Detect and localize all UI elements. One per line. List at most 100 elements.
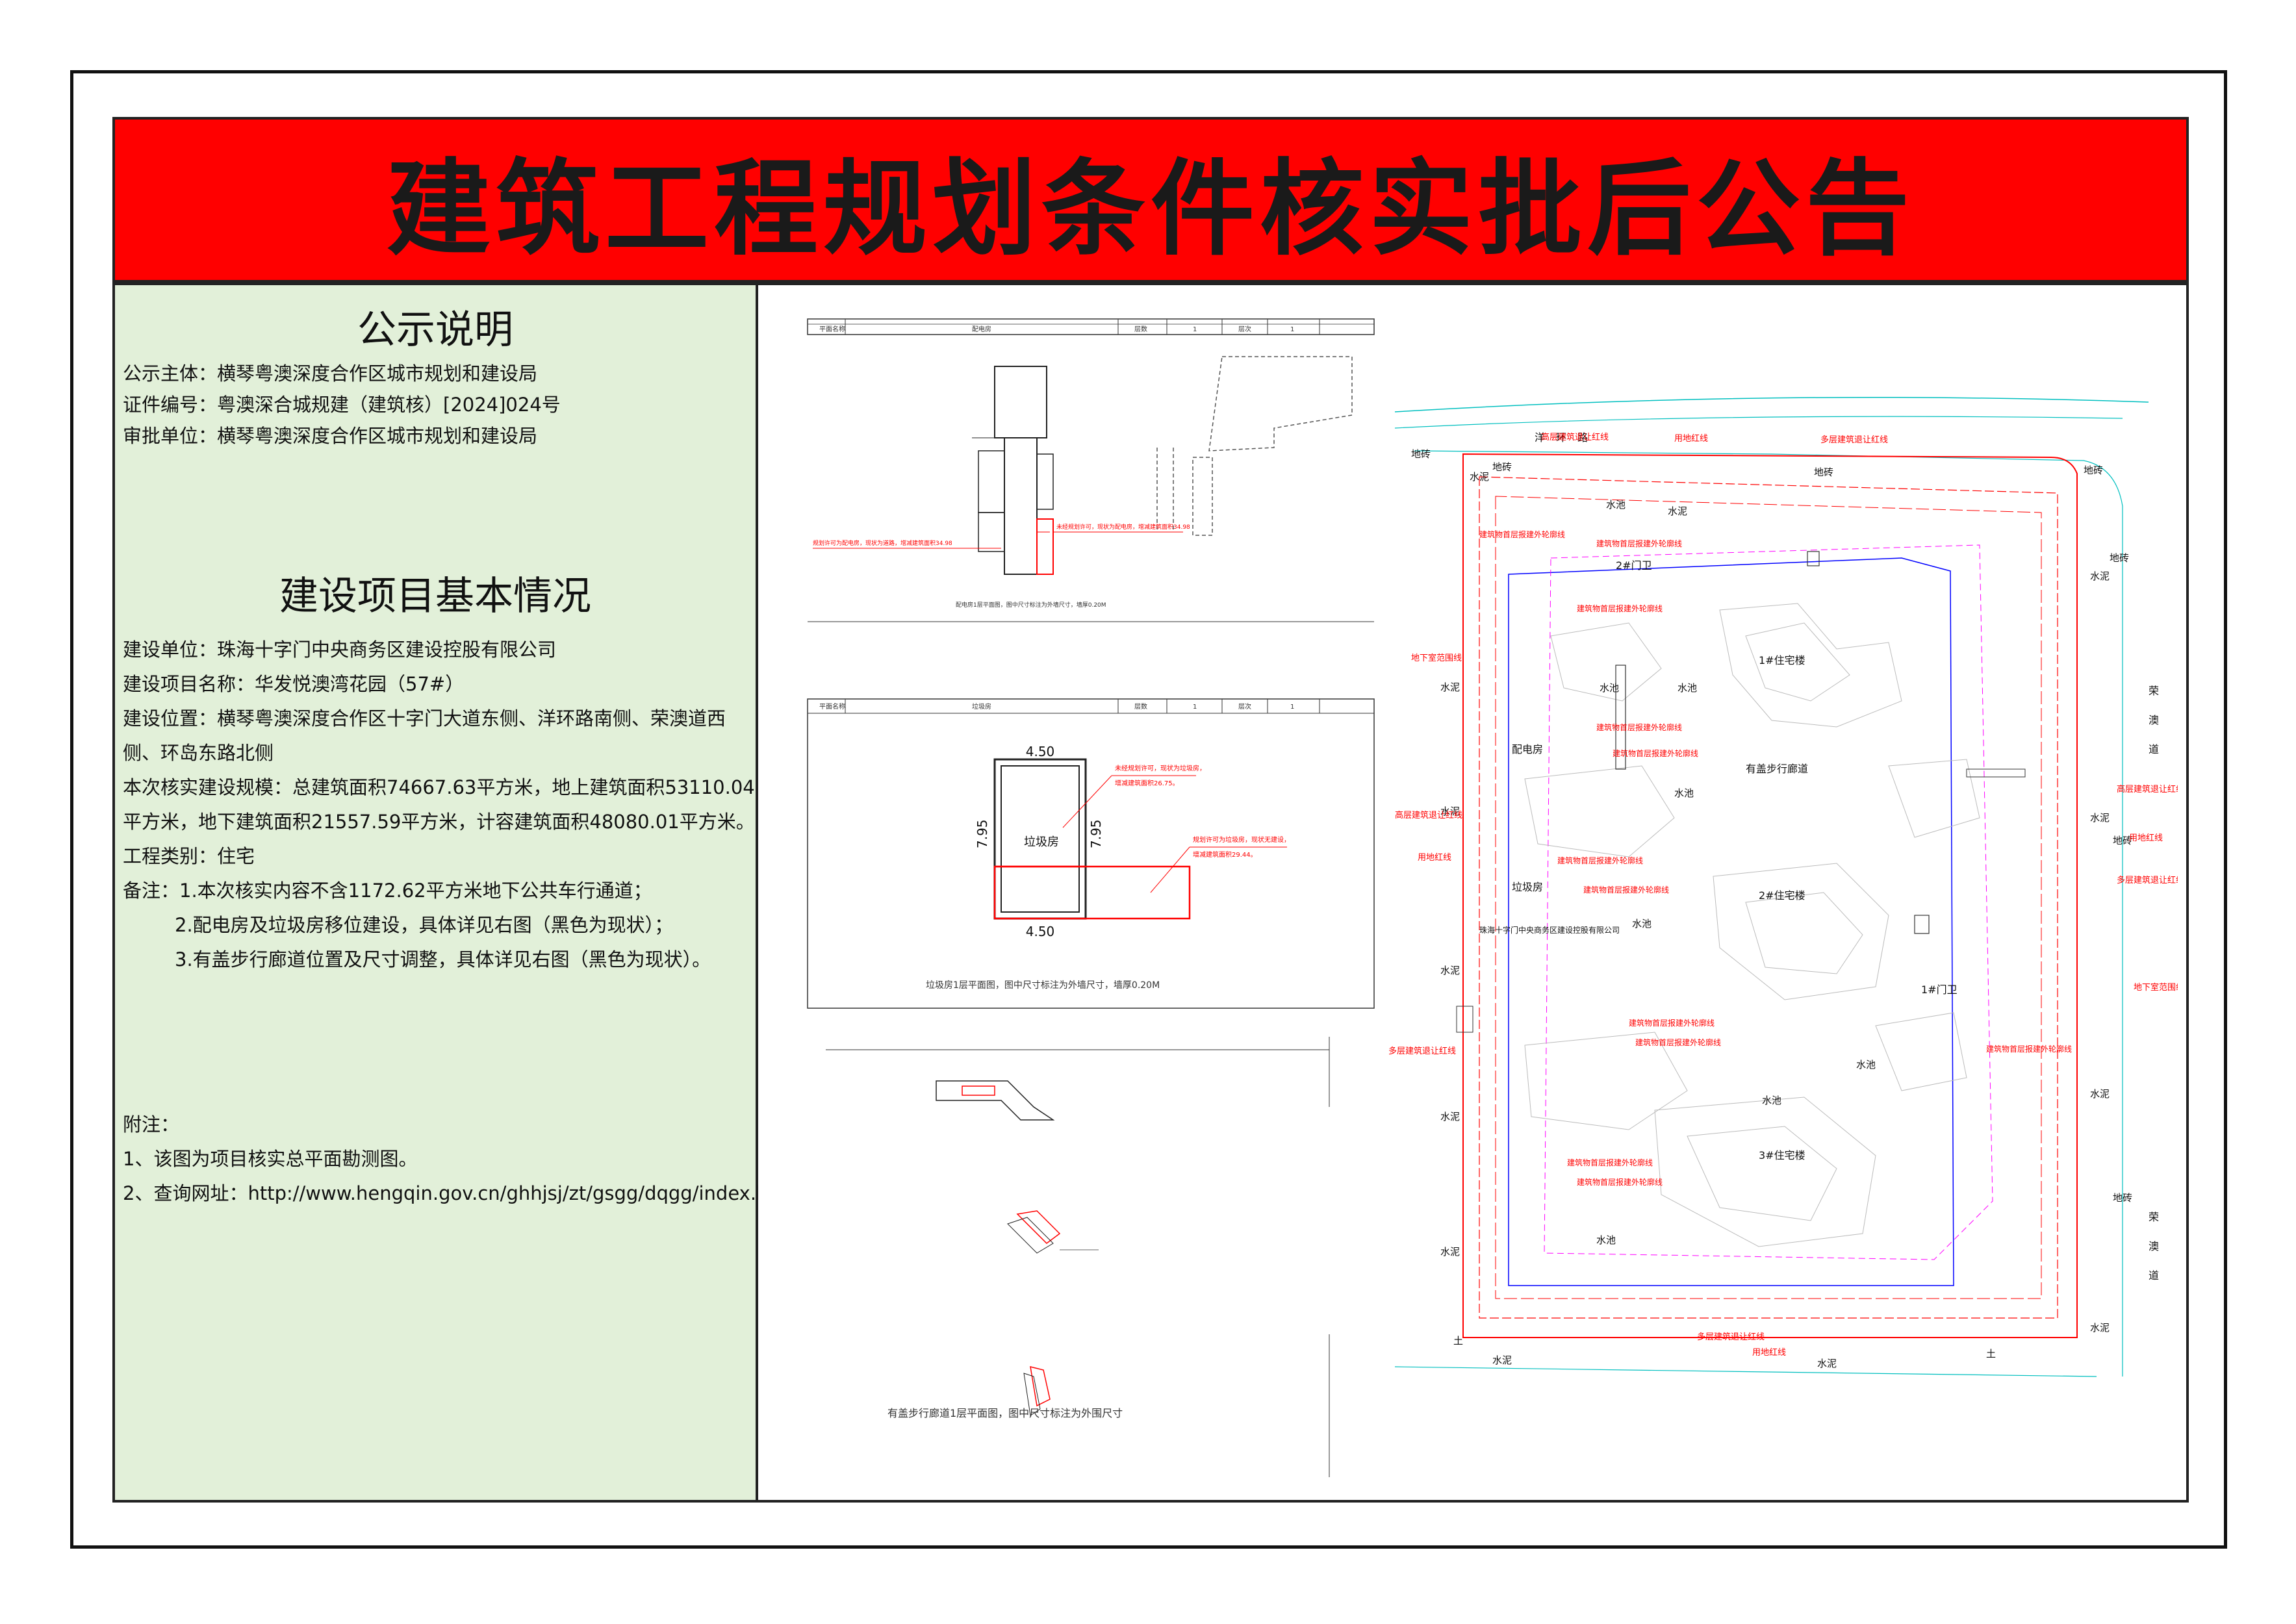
outline-label-10: 建筑物首层报建外轮廓线 xyxy=(1567,1158,1653,1167)
brick-label-3: 地砖 xyxy=(1814,466,1833,478)
brick-label-1: 地砖 xyxy=(1411,448,1431,460)
garbage-note-2b: 增减建筑面积29.44。 xyxy=(1193,850,1257,859)
site-plan: 洋 环 路 荣 澳 道 荣 澳 道 1#住宅楼 2#住宅楼 3#住宅楼 1#门卫… xyxy=(1388,396,2178,1377)
pool-label-1: 水池 xyxy=(1606,499,1626,511)
building-2-label: 2#住宅楼 xyxy=(1759,889,1805,902)
garbage-header-5: 1 xyxy=(1290,704,1294,711)
electric-caption: 配电房1层平面图，图中尺寸标注为外墙尺寸，墙厚0.20M xyxy=(956,601,1106,609)
project-unit: 建设单位：珠海十字门中央商务区建设控股有限公司 xyxy=(123,639,557,661)
multi-setback-label-4: 多层建筑退让红线 xyxy=(1697,1332,1765,1342)
outline-label-1: 建筑物首层报建外轮廓线 xyxy=(1479,529,1565,539)
project-category: 工程类别：住宅 xyxy=(123,845,255,867)
basement-line-label-1: 地下室范围线 xyxy=(1411,653,1462,663)
garbage-height-right: 7.95 xyxy=(1088,819,1104,848)
notice-heading: 公示说明 xyxy=(357,307,513,353)
basement-line-label-2: 地下室范围线 xyxy=(2134,982,2178,993)
electric-room-drawing: 平面名称 配电房 层数 1 层次 1 规划许可为配电房，现状为道路，增减建筑面积… xyxy=(807,318,1375,622)
land-line-label-2: 用地红线 xyxy=(1418,852,1451,863)
brick-label-4: 地砖 xyxy=(2084,464,2103,476)
cement-label-8: 水泥 xyxy=(2090,570,2110,582)
electric-header-0: 平面名称 xyxy=(819,325,845,333)
outer-frame xyxy=(70,70,2227,1549)
cement-label-5: 水泥 xyxy=(1440,965,1460,976)
soil-label-1: 土 xyxy=(1453,1335,1463,1347)
pool-label-7: 水池 xyxy=(1762,1095,1781,1106)
garbage-header-2: 层数 xyxy=(1134,702,1147,711)
project-heading: 建设项目基本情况 xyxy=(279,574,591,619)
project-scale-1: 本次核实建设规模：总建筑面积74667.63平方米，地上建筑面积53110.04 xyxy=(123,776,755,798)
garbage-note-1b: 增减建筑面积26.75。 xyxy=(1115,779,1179,787)
road-east-2b: 澳 xyxy=(2149,1240,2159,1252)
road-east-2c: 道 xyxy=(2149,1269,2159,1282)
gate-2-label: 2#门卫 xyxy=(1616,559,1652,572)
brick-label-7: 地砖 xyxy=(2113,1192,2132,1204)
outline-label-4: 建筑物首层报建外轮廓线 xyxy=(1596,722,1682,732)
project-location-2: 侧、环岛东路北侧 xyxy=(123,742,274,764)
garbage-header-4: 层次 xyxy=(1238,702,1251,711)
land-line-label-1: 用地红线 xyxy=(1674,433,1708,444)
outline-label-5: 建筑物首层报建外轮廓线 xyxy=(1613,748,1698,758)
garbage-note-2a: 规划许可为垃圾房，现状无建设， xyxy=(1193,835,1290,844)
notice-subject: 公示主体：横琴粤澳深度合作区城市规划和建设局 xyxy=(123,362,538,385)
appendix-note-2: 2、查询网址：http://www.hengqin.gov.cn/ghhjsj/… xyxy=(123,1182,800,1204)
garbage-room-site-label: 垃圾房 xyxy=(1512,881,1543,893)
electric-note-1: 规划许可为配电房，现状为道路，增减建筑面积34.98 xyxy=(813,539,952,547)
electric-note-2: 未经规划许可，现状为配电房，增减建筑面积34.98 xyxy=(1056,523,1190,531)
project-location-1: 建设位置：横琴粤澳深度合作区十字门大道东侧、洋环路南侧、荣澳道西 xyxy=(123,707,726,730)
building-1-label: 1#住宅楼 xyxy=(1759,654,1805,666)
cement-label-1: 水泥 xyxy=(1470,471,1489,483)
project-name: 建设项目名称：华发悦澳湾花园（57#） xyxy=(123,673,465,695)
garbage-room-label: 垃圾房 xyxy=(1024,835,1059,849)
outline-label-6: 建筑物首层报建外轮廓线 xyxy=(1557,856,1643,865)
project-scale-2: 平方米，地下建筑面积21557.59平方米，计容建筑面积48080.01平方米。 xyxy=(123,811,755,833)
garbage-header-0: 平面名称 xyxy=(819,702,845,711)
outline-label-9: 建筑物首层报建外轮廓线 xyxy=(1635,1037,1721,1047)
road-east-1c: 道 xyxy=(2149,743,2159,755)
land-line-label-3: 用地红线 xyxy=(2129,833,2163,843)
company-label: 珠海十字门中央商务区建设控股有限公司 xyxy=(1479,925,1620,935)
electric-header-2: 层数 xyxy=(1134,325,1147,333)
corridor-drawing: 有盖步行廊道1层平面图，图中尺寸标注为外围尺寸 xyxy=(826,1037,1330,1477)
road-east-2a: 荣 xyxy=(2149,1211,2159,1223)
notice-certificate: 证件编号：粤澳深合城规建（建筑核）[2024]024号 xyxy=(123,394,561,416)
garbage-caption: 垃圾房1层平面图，图中尺寸标注为外墙尺寸，墙厚0.20M xyxy=(926,980,1160,991)
pool-label-3: 水池 xyxy=(1677,682,1697,694)
outline-label-3: 建筑物首层报建外轮廓线 xyxy=(1577,603,1663,613)
high-setback-label-1: 高层建筑退让红线 xyxy=(1541,432,1609,442)
pool-label-5: 水池 xyxy=(1632,918,1652,930)
cement-label-6: 水泥 xyxy=(1440,1111,1460,1123)
cement-label-2: 水泥 xyxy=(1668,505,1687,517)
road-east-1b: 澳 xyxy=(2149,714,2159,726)
outline-label-11: 建筑物首层报建外轮廓线 xyxy=(1577,1177,1663,1187)
pool-label-8: 水池 xyxy=(1596,1234,1616,1246)
cement-label-9: 水泥 xyxy=(2090,812,2110,824)
garbage-width-bottom: 4.50 xyxy=(1026,924,1055,939)
high-setback-label-3: 高层建筑退让红线 xyxy=(2117,784,2178,794)
appendix-note-1: 1、该图为项目核实总平面勘测图。 xyxy=(123,1148,418,1170)
cement-label-7: 水泥 xyxy=(1440,1246,1460,1258)
electric-header-4: 层次 xyxy=(1238,325,1251,333)
multi-setback-label-3: 多层建筑退让红线 xyxy=(2117,875,2178,885)
electric-header-5: 1 xyxy=(1290,326,1294,333)
project-remark-2: 2.配电房及垃圾房移位建设，具体详见右图（黑色为现状）； xyxy=(175,914,674,936)
outline-label-2: 建筑物首层报建外轮廓线 xyxy=(1596,539,1682,548)
soil-label-2: 土 xyxy=(1986,1348,1996,1360)
title-banner: 建筑工程规划条件核实批后公告 xyxy=(112,117,2189,283)
brick-label-2: 地砖 xyxy=(1492,461,1512,473)
cement-label-11: 水泥 xyxy=(2090,1322,2110,1334)
cement-label-3: 水泥 xyxy=(1440,681,1460,693)
road-north-label: 洋 环 路 xyxy=(1535,431,1592,444)
garbage-header-1: 垃圾房 xyxy=(972,702,991,711)
garbage-width-top: 4.50 xyxy=(1026,744,1055,759)
outline-label-12: 建筑物首层报建外轮廓线 xyxy=(1986,1044,2072,1054)
garbage-note-1a: 未经规划许可，现状为垃圾房， xyxy=(1115,764,1206,772)
cement-label-4: 水泥 xyxy=(1440,806,1460,817)
land-line-label-4: 用地红线 xyxy=(1752,1347,1786,1358)
multi-setback-label-2: 多层建筑退让红线 xyxy=(1388,1046,1456,1056)
power-room-label: 配电房 xyxy=(1512,743,1543,755)
building-3-label: 3#住宅楼 xyxy=(1759,1149,1805,1161)
pool-label-6: 水池 xyxy=(1856,1059,1876,1071)
pool-label-2: 水池 xyxy=(1600,682,1619,694)
corridor-caption: 有盖步行廊道1层平面图，图中尺寸标注为外围尺寸 xyxy=(887,1407,1123,1419)
electric-header-1: 配电房 xyxy=(972,325,991,333)
